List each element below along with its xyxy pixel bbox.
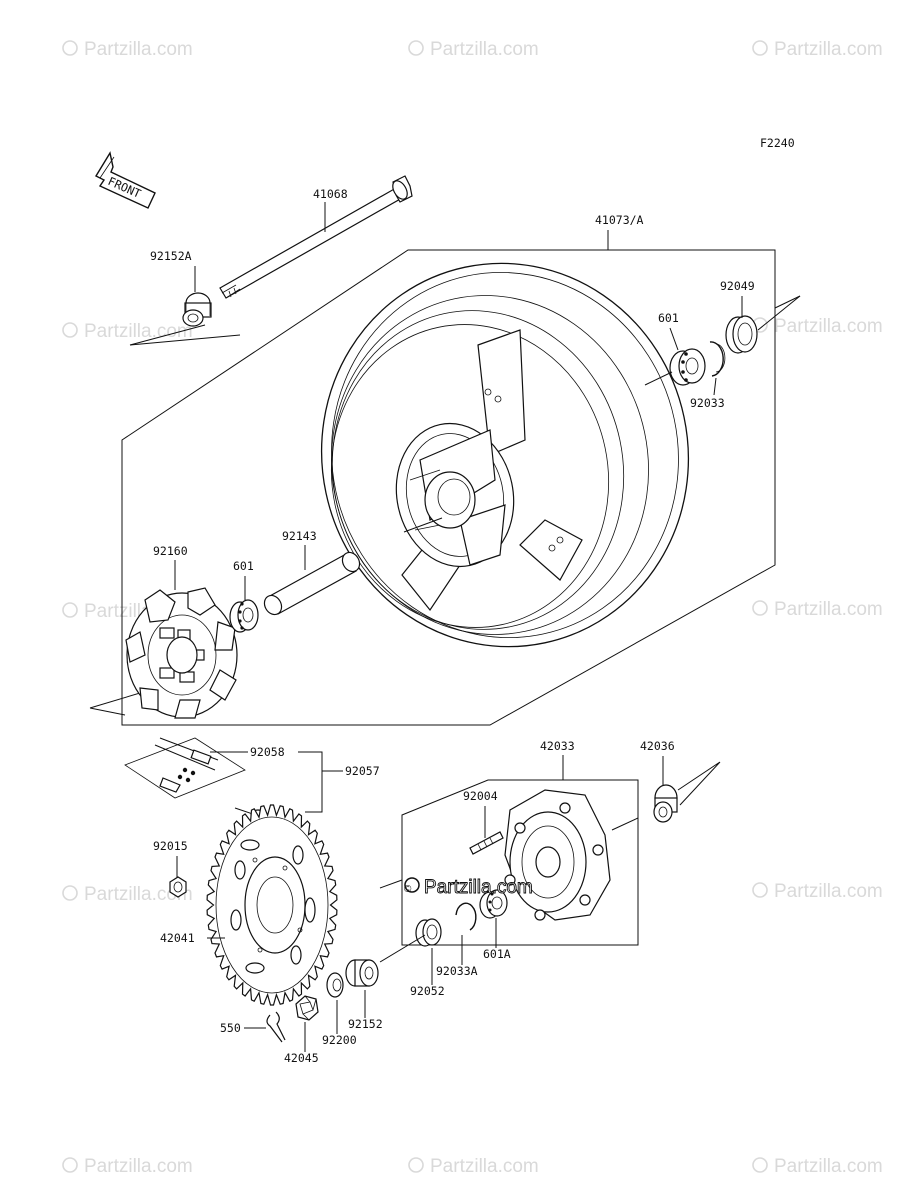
callout-92052: 92052 (410, 984, 445, 998)
front-arrow-icon: FRONT (95, 151, 156, 209)
svg-text:Partzilla.com: Partzilla.com (774, 316, 883, 337)
damper-part (125, 587, 238, 719)
chain-link-part (124, 737, 246, 799)
callout-42033: 42033 (540, 739, 575, 753)
callout-550: 550 (220, 1021, 241, 1035)
watermark: Partzilla.com (752, 599, 883, 620)
spacer-tube-part (263, 551, 361, 616)
bearing-coupling-part (479, 889, 508, 919)
figure-code: F2240 (760, 136, 795, 150)
callout-92033: 92033 (690, 396, 725, 410)
watermark: Partzilla.com (408, 39, 539, 60)
svg-text:Partzilla.com: Partzilla.com (774, 599, 883, 620)
coupling-assembly-outline (379, 779, 639, 946)
callout-601a: 601A (483, 947, 511, 961)
svg-text:Partzilla.com: Partzilla.com (424, 877, 533, 898)
callout-92015: 92015 (153, 839, 188, 853)
svg-text:Partzilla.com: Partzilla.com (774, 881, 883, 902)
bearing-right-part (644, 348, 706, 386)
callout-92160: 92160 (153, 544, 188, 558)
svg-text:Partzilla.com: Partzilla.com (84, 884, 193, 905)
watermark: Partzilla.com (408, 1156, 539, 1177)
stud-part (469, 831, 504, 855)
watermark: Partzilla.com (752, 39, 883, 60)
callout-92143: 92143 (282, 529, 317, 543)
coupling-part (504, 789, 639, 921)
callout-601-left: 601 (233, 559, 254, 573)
callout-92152a: 92152A (150, 249, 192, 263)
callout-92152: 92152 (348, 1017, 383, 1031)
callout-92033a: 92033A (436, 964, 478, 978)
svg-text:Partzilla.com: Partzilla.com (430, 1156, 539, 1177)
watermark: Partzilla.com (752, 881, 883, 902)
seal-right-part (725, 315, 758, 354)
svg-text:Partzilla.com: Partzilla.com (84, 39, 193, 60)
center-watermark: © Partzilla.com (404, 877, 533, 899)
callout-92004: 92004 (463, 789, 498, 803)
callout-92049: 92049 (720, 279, 755, 293)
sprocket-nut-part (169, 876, 187, 898)
collar-coupling-part (345, 934, 426, 987)
svg-text:©: © (404, 884, 412, 895)
svg-text:Partzilla.com: Partzilla.com (774, 1156, 883, 1177)
svg-text:Partzilla.com: Partzilla.com (84, 1156, 193, 1177)
callout-42045: 42045 (284, 1051, 319, 1065)
coupling-collar-part (653, 761, 721, 823)
callout-41073a: 41073/A (595, 213, 644, 227)
callout-41068: 41068 (313, 187, 348, 201)
watermark: Partzilla.com (62, 321, 193, 342)
callout-92200: 92200 (322, 1033, 357, 1047)
callout-601-right: 601 (658, 311, 679, 325)
axle-part (219, 175, 413, 299)
circlip-right-part (709, 341, 726, 377)
wheel-assembly-outline (89, 249, 801, 726)
watermark: Partzilla.com (62, 884, 193, 905)
watermark: Partzilla.com (752, 316, 883, 337)
watermark: Partzilla.com (752, 1156, 883, 1177)
bearing-left-part (229, 599, 259, 633)
svg-text:Partzilla.com: Partzilla.com (774, 39, 883, 60)
callout-42036: 42036 (640, 739, 675, 753)
washer-part (326, 972, 344, 998)
wheel-rim-part (320, 262, 690, 648)
callout-92058: 92058 (250, 745, 285, 759)
sprocket-part (206, 804, 338, 1006)
callout-42041: 42041 (160, 931, 195, 945)
svg-text:Partzilla.com: Partzilla.com (84, 321, 193, 342)
axle-nut-part (295, 995, 319, 1021)
watermark: Partzilla.com (62, 1156, 193, 1177)
svg-text:Partzilla.com: Partzilla.com (430, 39, 539, 60)
cotter-pin-part (266, 1011, 286, 1043)
axle-collar-part (182, 292, 212, 327)
watermark: Partzilla.com (62, 39, 193, 60)
circlip-coupling-part (455, 902, 477, 931)
callout-92057: 92057 (345, 764, 380, 778)
seal-coupling-part (415, 918, 442, 947)
